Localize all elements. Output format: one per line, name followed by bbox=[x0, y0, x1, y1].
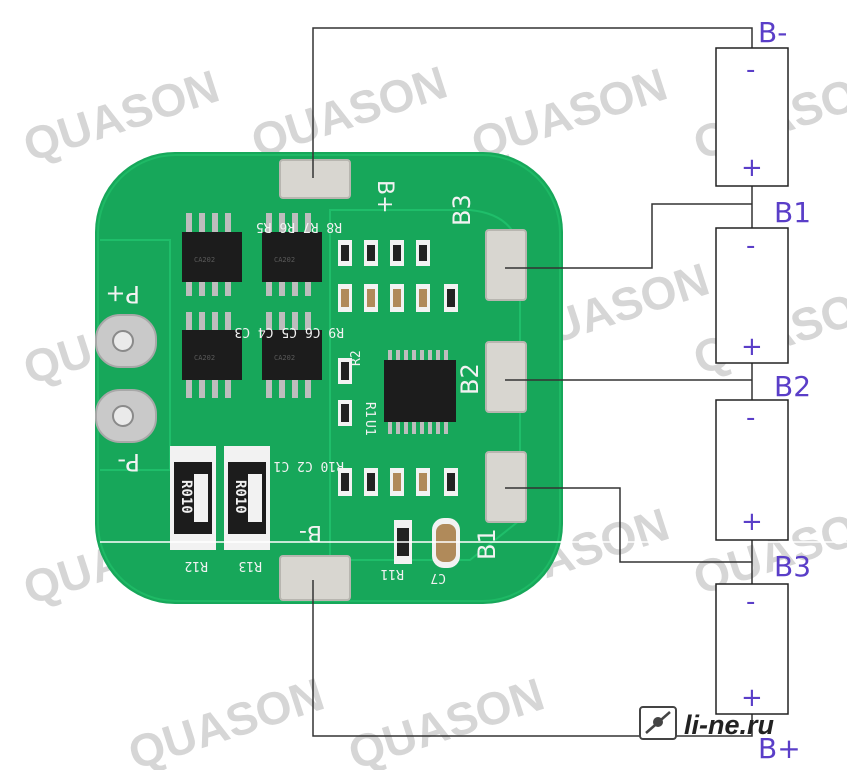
wire-b1 bbox=[505, 203, 752, 269]
wire-b3 bbox=[505, 487, 752, 563]
mosfet-mark: CA202 bbox=[194, 256, 215, 264]
b1-pad-label: B1 bbox=[473, 528, 501, 560]
b2-pad-label: B2 bbox=[456, 363, 484, 395]
terminal-label-b1: B1 bbox=[774, 196, 811, 229]
mosfet: CA202 bbox=[262, 232, 322, 282]
smd-resistors-top bbox=[338, 240, 430, 266]
mosfet-body bbox=[262, 330, 322, 380]
wire-b-minus bbox=[312, 27, 753, 178]
battery-cell: - + bbox=[715, 583, 789, 715]
bms-board: B+ B3 B2 B1 B- P+ P- CA202 CA202 CA202 bbox=[95, 152, 563, 604]
mosfet-mark: CA202 bbox=[274, 256, 295, 264]
cell-minus: - bbox=[746, 55, 755, 85]
cell-minus: - bbox=[746, 231, 755, 261]
cell-minus: - bbox=[746, 403, 755, 433]
silk-ref-u1: U1 bbox=[362, 420, 377, 436]
watermark: QUASON bbox=[465, 58, 673, 170]
b2-pad bbox=[485, 341, 527, 413]
p-plus-hole bbox=[112, 330, 134, 352]
terminal-label-b2: B2 bbox=[774, 370, 811, 403]
b-plus-pad bbox=[279, 159, 351, 199]
smd-bottom-row bbox=[338, 468, 458, 496]
shunt-ref: R12 bbox=[185, 558, 208, 573]
mosfet-mark: CA202 bbox=[194, 354, 215, 362]
silk-ref-r1: R1 bbox=[362, 402, 377, 418]
battery-cell: - + bbox=[715, 47, 789, 187]
mosfet: CA202 bbox=[182, 232, 242, 282]
cell-minus: - bbox=[746, 587, 755, 617]
p-plus-label: P+ bbox=[105, 280, 140, 308]
terminal-label-b3: B3 bbox=[774, 550, 811, 583]
silk-ref-r2: R2 bbox=[349, 350, 364, 366]
cell-plus: + bbox=[741, 683, 763, 713]
control-ic-pins bbox=[388, 350, 448, 434]
b-minus-pad bbox=[279, 555, 351, 601]
battery-cell: - + bbox=[715, 227, 789, 364]
terminal-label-b-minus: B- bbox=[758, 16, 787, 49]
smd-capacitors bbox=[338, 284, 458, 312]
p-minus-label: P- bbox=[117, 448, 140, 476]
b1-pad bbox=[485, 451, 527, 523]
site-text: li-ne.ru bbox=[684, 710, 775, 740]
mosfet-mark: CA202 bbox=[274, 354, 295, 362]
watermark: QUASON bbox=[342, 668, 550, 770]
silk-refs-top: R8 R7 R6 R5 bbox=[256, 219, 342, 234]
cell-plus: + bbox=[741, 507, 763, 537]
control-ic bbox=[384, 360, 456, 422]
shunt-text: R010 bbox=[232, 480, 248, 514]
cell-body bbox=[715, 47, 789, 187]
mosfet: CA202 bbox=[262, 330, 322, 380]
mosfet-body bbox=[182, 330, 242, 380]
silk-ref-r11: R11 bbox=[381, 566, 404, 581]
mosfet-pins bbox=[186, 213, 311, 398]
cell-plus: + bbox=[741, 153, 763, 183]
b3-pad-label: B3 bbox=[448, 194, 476, 226]
b-plus-pad-label: B+ bbox=[372, 180, 397, 214]
terminal-label-b-plus: B+ bbox=[758, 732, 801, 765]
cell-body bbox=[715, 399, 789, 541]
watermark: QUASON bbox=[122, 668, 330, 770]
shunt-ref: R13 bbox=[239, 558, 262, 573]
mosfet: CA202 bbox=[182, 330, 242, 380]
mosfet-body bbox=[262, 232, 322, 282]
p-minus-hole bbox=[112, 405, 134, 427]
watermark: QUASON bbox=[245, 56, 453, 168]
shunt-text: R010 bbox=[178, 480, 194, 514]
cell-plus: + bbox=[741, 332, 763, 362]
trace-outline bbox=[100, 239, 171, 471]
wires bbox=[312, 27, 753, 737]
wire-b-plus bbox=[312, 580, 753, 737]
site-logo: li-ne.ru bbox=[639, 706, 775, 740]
mosfet-body bbox=[182, 232, 242, 282]
battery-cell: - + bbox=[715, 399, 789, 541]
b-minus-pad-label: B- bbox=[299, 520, 322, 545]
silk-ref-c7: C7 bbox=[430, 570, 446, 585]
b3-pad bbox=[485, 229, 527, 301]
cell-body bbox=[715, 227, 789, 364]
cell-body bbox=[715, 583, 789, 715]
silk-refs-caps: R9 C6 C5 C4 C3 bbox=[234, 324, 344, 339]
